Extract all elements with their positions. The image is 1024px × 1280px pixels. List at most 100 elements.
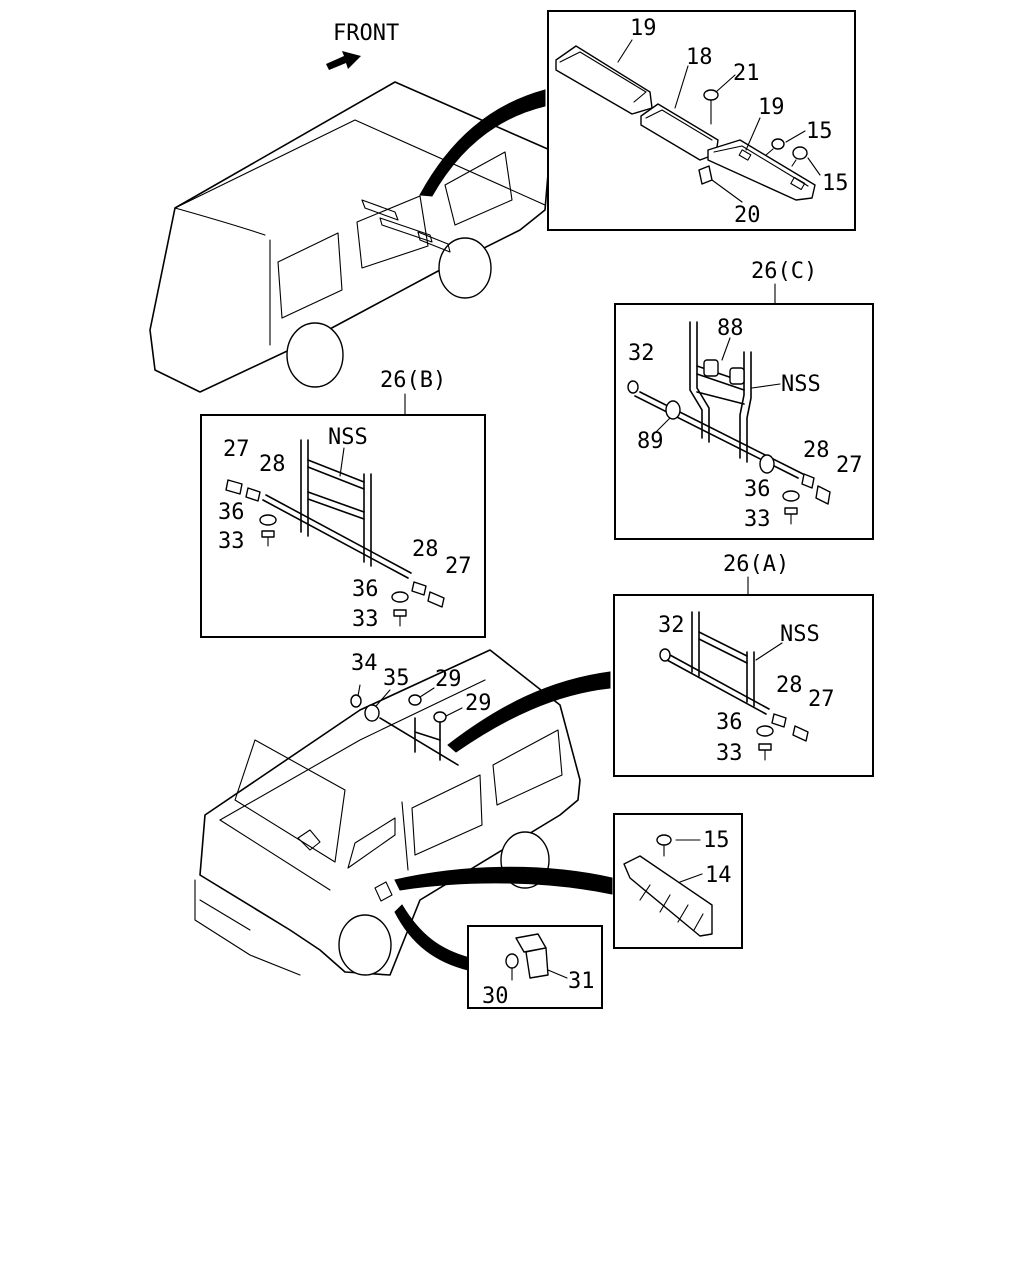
roof-rack-bar (379, 717, 459, 766)
leader-side-cover (394, 866, 613, 895)
callout-19-left: 19 (630, 16, 657, 41)
callout-27-c: 27 (836, 453, 863, 478)
upper-van-rear-edge (174, 207, 266, 236)
part-27-pin-b1 (225, 479, 243, 495)
part-29-cap-b (433, 711, 447, 723)
lower-van-side-window-1 (411, 774, 483, 856)
callout-28-c: 28 (803, 438, 830, 463)
assembly-26c (627, 321, 831, 525)
26b-cross-bar (262, 499, 409, 579)
callout-26b: 26(B) (380, 368, 446, 393)
callout-28-b1: 28 (259, 452, 286, 477)
side-cover-parts (623, 834, 713, 937)
lower-van-hood-line (219, 819, 331, 891)
lower-van-side-window-2 (492, 729, 563, 806)
callout-15-c: 15 (703, 828, 730, 853)
upper-van-roofline (174, 119, 546, 209)
part-30-bolt (505, 953, 519, 969)
part-28-spring-c (801, 473, 815, 489)
floor-rail-leaders (617, 39, 821, 203)
front-arrow-icon (326, 51, 361, 70)
nss-a: NSS (780, 622, 820, 647)
upper-van-window-1 (277, 232, 343, 319)
part-89-bushing (665, 400, 681, 420)
part-14-cover-plate (623, 855, 713, 937)
callout-26c: 26(C) (751, 259, 817, 284)
upper-van-rear-wheel (286, 322, 344, 388)
floor-rail-parts (555, 45, 816, 201)
part-33-bolt-b1 (261, 530, 275, 538)
upper-van-window-3 (444, 151, 513, 226)
upper-van (149, 81, 551, 393)
callout-32-a: 32 (658, 613, 685, 638)
lower-van-front-wheel (338, 914, 392, 976)
callout-36-a: 36 (716, 710, 743, 735)
callout-26a: 26(A) (723, 552, 789, 577)
assembly-26a (659, 611, 809, 761)
nss-c: NSS (781, 372, 821, 397)
lower-van-roof-edge (219, 679, 486, 821)
callout-28-b2: 28 (412, 537, 439, 562)
part-36-washer-b2 (391, 591, 409, 603)
part-36-washer-a (756, 725, 774, 737)
part-20-clip (698, 165, 713, 185)
part-34-cap (350, 694, 362, 708)
callout-35: 35 (383, 666, 410, 691)
part-32-cap-a (659, 648, 671, 662)
part-19-rail-right (707, 139, 816, 201)
part-29-cap-a (408, 694, 422, 706)
part-28-spring-a (771, 713, 787, 728)
bracket-parts (505, 933, 549, 981)
callout-19-right: 19 (758, 95, 785, 120)
box-26a (613, 594, 874, 777)
callout-20: 20 (734, 203, 761, 228)
callout-34: 34 (351, 651, 378, 676)
leader-bracket (394, 904, 471, 971)
callout-31: 31 (568, 969, 595, 994)
callout-30: 30 (482, 984, 509, 1009)
leader-roof-rack (447, 671, 611, 753)
callout-32-c: 32 (628, 341, 655, 366)
part-28-spring-b1 (245, 487, 261, 502)
upper-van-window-2 (356, 195, 429, 269)
part-88-clamp (703, 359, 719, 377)
part-27-pin-a (792, 725, 809, 742)
part-35-bushing (364, 704, 380, 722)
callout-27-b2: 27 (445, 554, 472, 579)
leader-upper (419, 89, 546, 197)
callout-29-a: 29 (435, 667, 462, 692)
callout-36-b1: 36 (218, 500, 245, 525)
part-27-pin-b2 (427, 591, 445, 608)
callout-33-b1: 33 (218, 529, 245, 554)
callout-33-b2: 33 (352, 607, 379, 632)
part-32-cap (627, 380, 639, 394)
26a-cross-bar (666, 659, 767, 715)
part-36-washer-c (782, 490, 800, 502)
lower-van-body (199, 649, 581, 976)
callout-88: 88 (717, 316, 744, 341)
nss-b: NSS (328, 425, 368, 450)
callout-33-c: 33 (744, 507, 771, 532)
callout-33-a: 33 (716, 741, 743, 766)
lower-van-bumper (194, 879, 301, 976)
upper-van-front-wheel (438, 237, 492, 299)
callout-27-b1: 27 (223, 437, 250, 462)
part-36-washer-b1 (259, 514, 277, 526)
part-33-bolt-a (758, 743, 772, 751)
callout-29-b: 29 (465, 691, 492, 716)
assembly-26b (225, 439, 445, 627)
part-15-screw-c (656, 834, 672, 846)
part-28-spring-b2 (411, 581, 427, 596)
callout-36-b2: 36 (352, 577, 379, 602)
callout-15-a: 15 (806, 119, 833, 144)
callout-18: 18 (686, 45, 713, 70)
part-15-screw-a (771, 138, 785, 150)
lower-van-door-gap (401, 801, 409, 871)
part-33-bolt-b2 (393, 609, 407, 617)
callout-28-a: 28 (776, 673, 803, 698)
lower-van-front-window (347, 817, 396, 869)
box-26c (614, 303, 874, 540)
callout-27-a: 27 (808, 687, 835, 712)
